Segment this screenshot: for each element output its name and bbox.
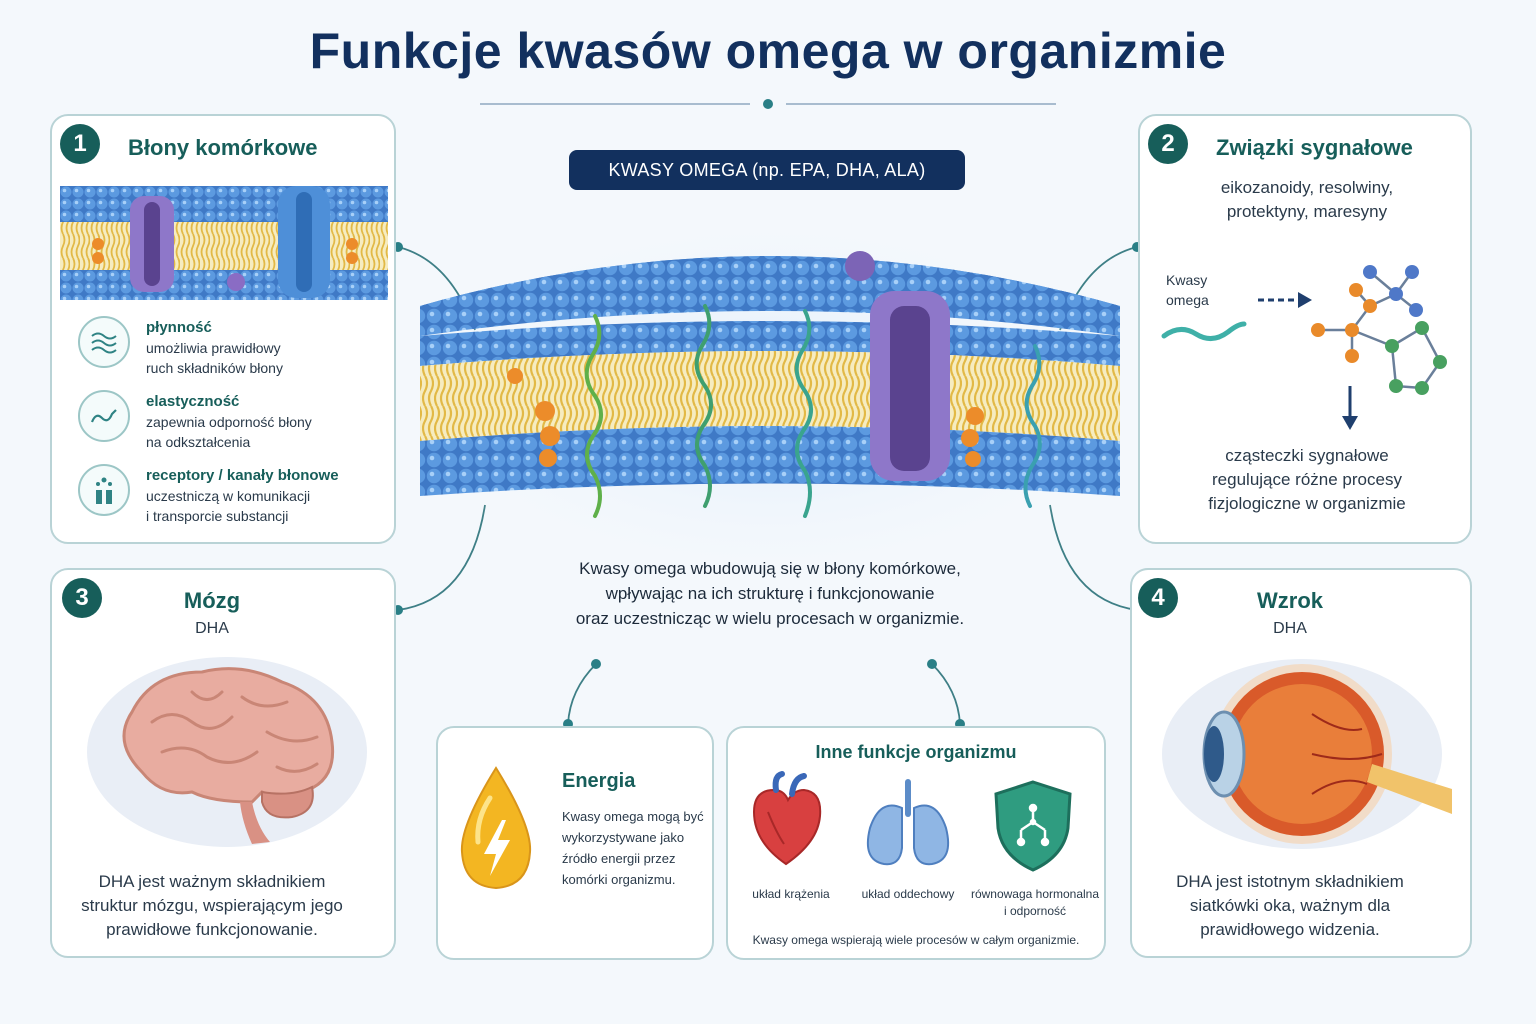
card-title: Związki sygnałowe [1216, 135, 1413, 160]
card-title: Błony komórkowe [128, 135, 318, 160]
omega-acids-badge: KWASY OMEGA (np. EPA, DHA, ALA) [569, 150, 965, 190]
item-label-circulatory: układ krążenia [736, 886, 846, 903]
result-line: fizjologiczne w organizmie [1208, 494, 1406, 513]
signaling-molecule-diagram [1161, 265, 1447, 430]
waves-icon [78, 316, 130, 368]
central-membrane-illustration [390, 206, 1150, 586]
energy-drop-icon [460, 766, 532, 890]
feature-desc: zapewnia odporność błony [146, 414, 312, 430]
card-subtitle: DHA [195, 620, 229, 637]
center-description: Kwasy omega wbudowują się w błony komórk… [520, 556, 1020, 631]
item-label-line: równowaga hormonalna [970, 887, 1100, 901]
result-line: regulujące różne procesy [1212, 470, 1402, 489]
feature-elasticity: elastyczność zapewnia odporność błony na… [146, 392, 312, 452]
feature-title: elastyczność [146, 393, 240, 410]
subtitle-line: eikozanoidy, resolwiny, [1220, 178, 1394, 197]
feature-desc: i transporcie substancji [146, 508, 289, 524]
description-line: źródło energii przez [562, 851, 676, 866]
feature-title: płynność [146, 319, 212, 336]
item-label-line: i odporność [1003, 904, 1067, 918]
signaling-subtitle: eikozanoidy, resolwiny, protektyny, mare… [1140, 176, 1474, 224]
card-title: Wzrok [1257, 588, 1323, 613]
card-subtitle: DHA [1273, 620, 1307, 637]
elastic-wave-icon [78, 390, 130, 442]
center-line: Kwasy omega wbudowują się w błony komórk… [579, 559, 961, 578]
feature-fluidity: płynność umożliwia prawidłowy ruch skład… [146, 318, 283, 378]
omega-label-line: omega [1166, 292, 1209, 308]
card-title: Energia [562, 770, 636, 792]
card-number: 3 [62, 578, 102, 618]
shield-icon [994, 780, 1072, 872]
card-brain: 3 Mózg DHA DHA jest ważnym składnikiem s… [50, 568, 396, 958]
omega-label: Kwasy omega [1166, 270, 1209, 310]
feature-desc: umożliwia prawidłowy [146, 340, 281, 356]
card-other-functions: Inne funkcje organizmu układ krążenia uk… [726, 726, 1106, 960]
card-number: 4 [1138, 578, 1178, 618]
description-line: DHA jest ważnym składnikiem [98, 872, 326, 891]
description-line: prawidłowego widzenia. [1200, 920, 1380, 939]
description-line: struktur mózgu, wspierającym jego [81, 896, 343, 915]
description-line: siatkówki oka, ważnym dla [1189, 896, 1391, 915]
feature-receptors: receptory / kanały błonowe uczestniczą w… [146, 466, 339, 526]
signaling-result: cząsteczki sygnałowe regulujące różne pr… [1140, 444, 1474, 516]
feature-title: receptory / kanały błonowe [146, 467, 339, 484]
card-cell-membranes: 1 Błony komórkowe płyn [50, 114, 396, 544]
item-label-respiratory: układ oddechowy [850, 886, 966, 903]
subtitle-line: protektyny, maresyny [1226, 202, 1388, 221]
lungs-icon [866, 779, 950, 866]
item-label-line: układ oddechowy [861, 887, 955, 901]
card-title: Inne funkcje organizmu [815, 742, 1017, 762]
eye-icon [1162, 659, 1452, 849]
card-vision: 4 Wzrok DHA DHA jest istotnym składnikie… [1130, 568, 1472, 958]
membrane-mini-illustration [60, 186, 388, 300]
vision-description: DHA jest istotnym składnikiem siatkówki … [1132, 870, 1448, 942]
title-divider [480, 99, 1056, 109]
card-title: Mózg [183, 588, 241, 613]
other-functions-footer: Kwasy omega wspierają wiele procesów w c… [752, 933, 1080, 947]
description-line: komórki organizmu. [562, 872, 676, 887]
card-energy: Energia Kwasy omega mogą być wykorzystyw… [436, 726, 714, 960]
description-line: prawidłowe funkcjonowanie. [106, 920, 318, 939]
description-line: wykorzystywane jako [562, 830, 685, 845]
feature-desc: uczestniczą w komunikacji [146, 488, 311, 504]
description-line: Kwasy omega mogą być [562, 809, 704, 824]
heart-icon [752, 771, 822, 866]
item-label-hormonal-immune: równowaga hormonalna i odporność [966, 886, 1104, 920]
center-line: oraz uczestnicząc w wielu procesach w or… [575, 609, 965, 628]
arrow-down-icon [1342, 386, 1358, 430]
brain-description: DHA jest ważnym składnikiem struktur móz… [52, 870, 372, 942]
page-title: Funkcje kwasów omega w organizmie [309, 23, 1227, 79]
feature-desc: ruch składników błony [146, 360, 283, 376]
card-signaling-compounds: 2 Związki sygnałowe eikozanoidy, resolwi… [1138, 114, 1472, 544]
arrow-right-icon [1258, 292, 1312, 308]
energy-description: Kwasy omega mogą być wykorzystywane jako… [562, 806, 704, 890]
card-number: 1 [60, 124, 100, 164]
feature-desc: na odkształcenia [146, 434, 251, 450]
description-line: DHA jest istotnym składnikiem [1176, 872, 1404, 891]
item-label-line: układ krążenia [752, 887, 830, 901]
brain-icon [87, 657, 367, 847]
card-number: 2 [1148, 124, 1188, 164]
center-line: wpływając na ich strukturę i funkcjonowa… [605, 584, 935, 603]
omega-label-line: Kwasy [1166, 272, 1208, 288]
result-line: cząsteczki sygnałowe [1225, 446, 1389, 465]
receptor-channel-icon [78, 464, 130, 516]
